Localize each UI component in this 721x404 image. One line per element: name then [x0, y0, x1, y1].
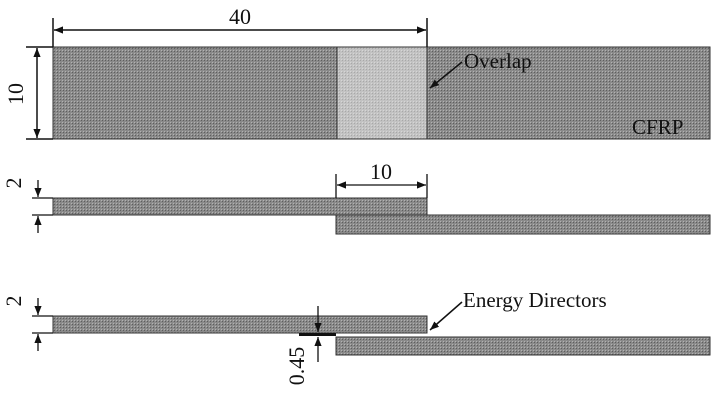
overlap-leader	[429, 61, 463, 89]
side-view: 2 10	[1, 159, 711, 235]
top-coupon-right	[426, 46, 711, 140]
ed-thickness-label: 2	[1, 296, 26, 307]
side-lower-adherend	[335, 214, 711, 235]
ed-lower-adherend	[335, 336, 711, 356]
overlap-length-label: 10	[370, 159, 392, 184]
ed-upper-adherend	[52, 315, 428, 334]
ed-height-label: 0.45	[284, 347, 309, 386]
top-coupon-left	[52, 46, 338, 140]
side-thickness-label: 2	[1, 178, 26, 189]
top-view: 40 10 Overlap CFRP	[3, 4, 711, 140]
energy-directors-leader	[429, 301, 463, 331]
overlap-zone	[336, 46, 428, 140]
overlap-label: Overlap	[464, 49, 532, 73]
length-label: 40	[229, 4, 251, 29]
energy-director-view: 2 0.45 Energy Directors	[1, 288, 711, 386]
energy-directors-label: Energy Directors	[463, 288, 607, 312]
material-label: CFRP	[632, 115, 683, 139]
energy-director-layer	[299, 333, 336, 336]
side-upper-adherend	[52, 197, 428, 216]
width-label: 10	[3, 83, 28, 105]
